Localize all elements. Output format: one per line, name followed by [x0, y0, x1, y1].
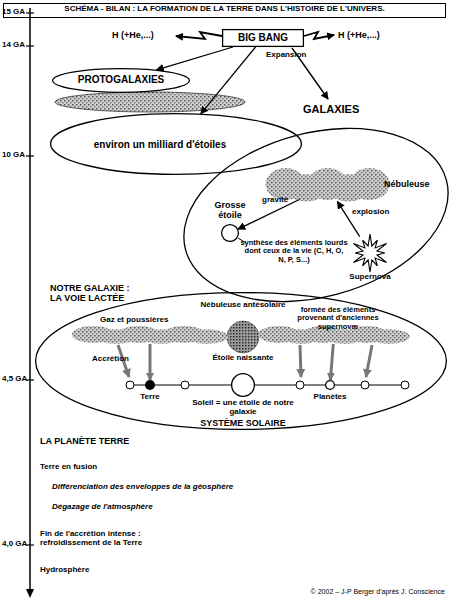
- node-text: environ un milliard d'étoiles: [60, 139, 260, 150]
- time-label: 4,0 GA: [2, 540, 28, 549]
- connector-arrow: [157, 47, 233, 70]
- galaxy-ellipse: environ un milliard d'étoiles: [50, 113, 302, 175]
- supernova-star: Supernova: [350, 234, 390, 272]
- event-box: BIG BANG: [222, 29, 304, 47]
- planet-circle: Planètes: [325, 380, 335, 390]
- dust-cloud: formée des éléments provenant d'ancienne…: [268, 327, 400, 344]
- accretion-arrow: [366, 345, 372, 377]
- axis-tick: [26, 12, 34, 13]
- section-heading: LA PLANÈTE TERRE: [40, 436, 240, 446]
- node-text: Planètes: [305, 393, 355, 402]
- edge-label: explosion: [352, 208, 397, 217]
- node-text: formée des éléments provenant d'ancienne…: [288, 306, 388, 331]
- planet-symbol: [181, 381, 189, 389]
- star-circle: Grosse étoile: [221, 224, 239, 242]
- planet-symbol: [296, 381, 304, 389]
- element-label: H (+He,...): [338, 30, 408, 40]
- node-text: Soleil = une étoile de notre galaxie: [188, 399, 298, 417]
- circ-outline: [231, 373, 255, 397]
- node-text: synthèse des éléments lourds dont ceux d…: [240, 239, 348, 264]
- nebula-circle: Nébuleuse antésolaireÉtoile naissante: [227, 321, 259, 353]
- stage-label: Fin de l'accrétion intense : refroidisse…: [40, 530, 165, 548]
- title-box: SCHÉMA - BILAN : LA FORMATION DE LA TERR…: [3, 3, 446, 18]
- galaxy-ellipse: synthèse des éléments lourds dont ceux d…: [183, 128, 449, 304]
- planet-circle: Terre: [145, 380, 155, 390]
- stage-label: Différenciation des enveloppes de la géo…: [52, 483, 352, 492]
- node-text: Grosse étoile: [203, 200, 257, 220]
- planet-symbol: [401, 381, 409, 389]
- nebula-cloud: Nébuleuse: [275, 170, 380, 202]
- node-text: BIG BANG: [222, 32, 304, 43]
- group-label: GALAXIES: [303, 103, 383, 115]
- edge-label: gravité: [262, 196, 302, 205]
- time-label: 4,5 GA: [2, 375, 28, 384]
- accretion-arrow: [300, 345, 301, 377]
- planet-symbol: [361, 381, 369, 389]
- dotc-outline: [227, 321, 259, 353]
- stage-label: Terre en fusion: [40, 463, 240, 472]
- time-label: 10 GA: [2, 151, 28, 160]
- node-text: NOTRE GALAXIE : LA VOIE LACTÉE: [50, 283, 142, 303]
- node-text: Gaz et poussières: [100, 316, 200, 325]
- lightning-bolt: [176, 32, 222, 39]
- sun-circle: Soleil = une étoile de notre galaxie: [231, 373, 255, 397]
- process-label: Expansion: [266, 51, 326, 60]
- node-text: Terre: [130, 393, 170, 402]
- time-label: 15 GA: [2, 8, 28, 17]
- cloud-outline: [275, 170, 380, 202]
- time-label: 14 GA: [2, 41, 28, 50]
- node-text: PROTOGALAXIES: [52, 74, 190, 85]
- time-axis: [29, 8, 31, 590]
- dust-cloud: Gaz et poussières: [82, 327, 218, 344]
- stippled-ellipse: [55, 92, 245, 112]
- connector-arrow: [201, 47, 256, 114]
- node-text: Supernova: [340, 273, 400, 282]
- edge-label: Accrétion: [92, 355, 142, 364]
- connector-arrow: [149, 344, 152, 380]
- galaxy-ellipse: PROTOGALAXIES: [52, 68, 190, 93]
- connector-arrow: [338, 202, 360, 237]
- lightning-bolt: [304, 32, 334, 39]
- connector-arrow: [330, 344, 333, 380]
- stage-label: Dégazage de l'atmosphère: [52, 503, 352, 512]
- star-outline: [350, 234, 390, 272]
- axis-tick: [26, 155, 34, 156]
- node-text: Nébuleuse: [384, 179, 444, 189]
- cloud-outline: [82, 327, 218, 344]
- circ-outline: [221, 224, 239, 242]
- circ-outline: [325, 380, 335, 390]
- axis-arrowhead: [26, 589, 34, 598]
- node-text: Nébuleuse antésolaire: [198, 301, 288, 310]
- node-text: SYSTÈME SOLAIRE: [170, 418, 316, 428]
- node-text: Étoile naissante: [208, 354, 278, 363]
- diagram-title: SCHÉMA - BILAN : LA FORMATION DE LA TERR…: [4, 5, 445, 14]
- copyright-caption: © 2002 – J-P Berger d'après J. Conscienc…: [250, 588, 445, 596]
- stage-label: Hydrosphère: [40, 566, 160, 575]
- planet-symbol: [126, 381, 134, 389]
- axis-tick: [26, 45, 34, 46]
- circB-outline: [145, 380, 155, 390]
- element-label: H (+He,...): [112, 30, 182, 40]
